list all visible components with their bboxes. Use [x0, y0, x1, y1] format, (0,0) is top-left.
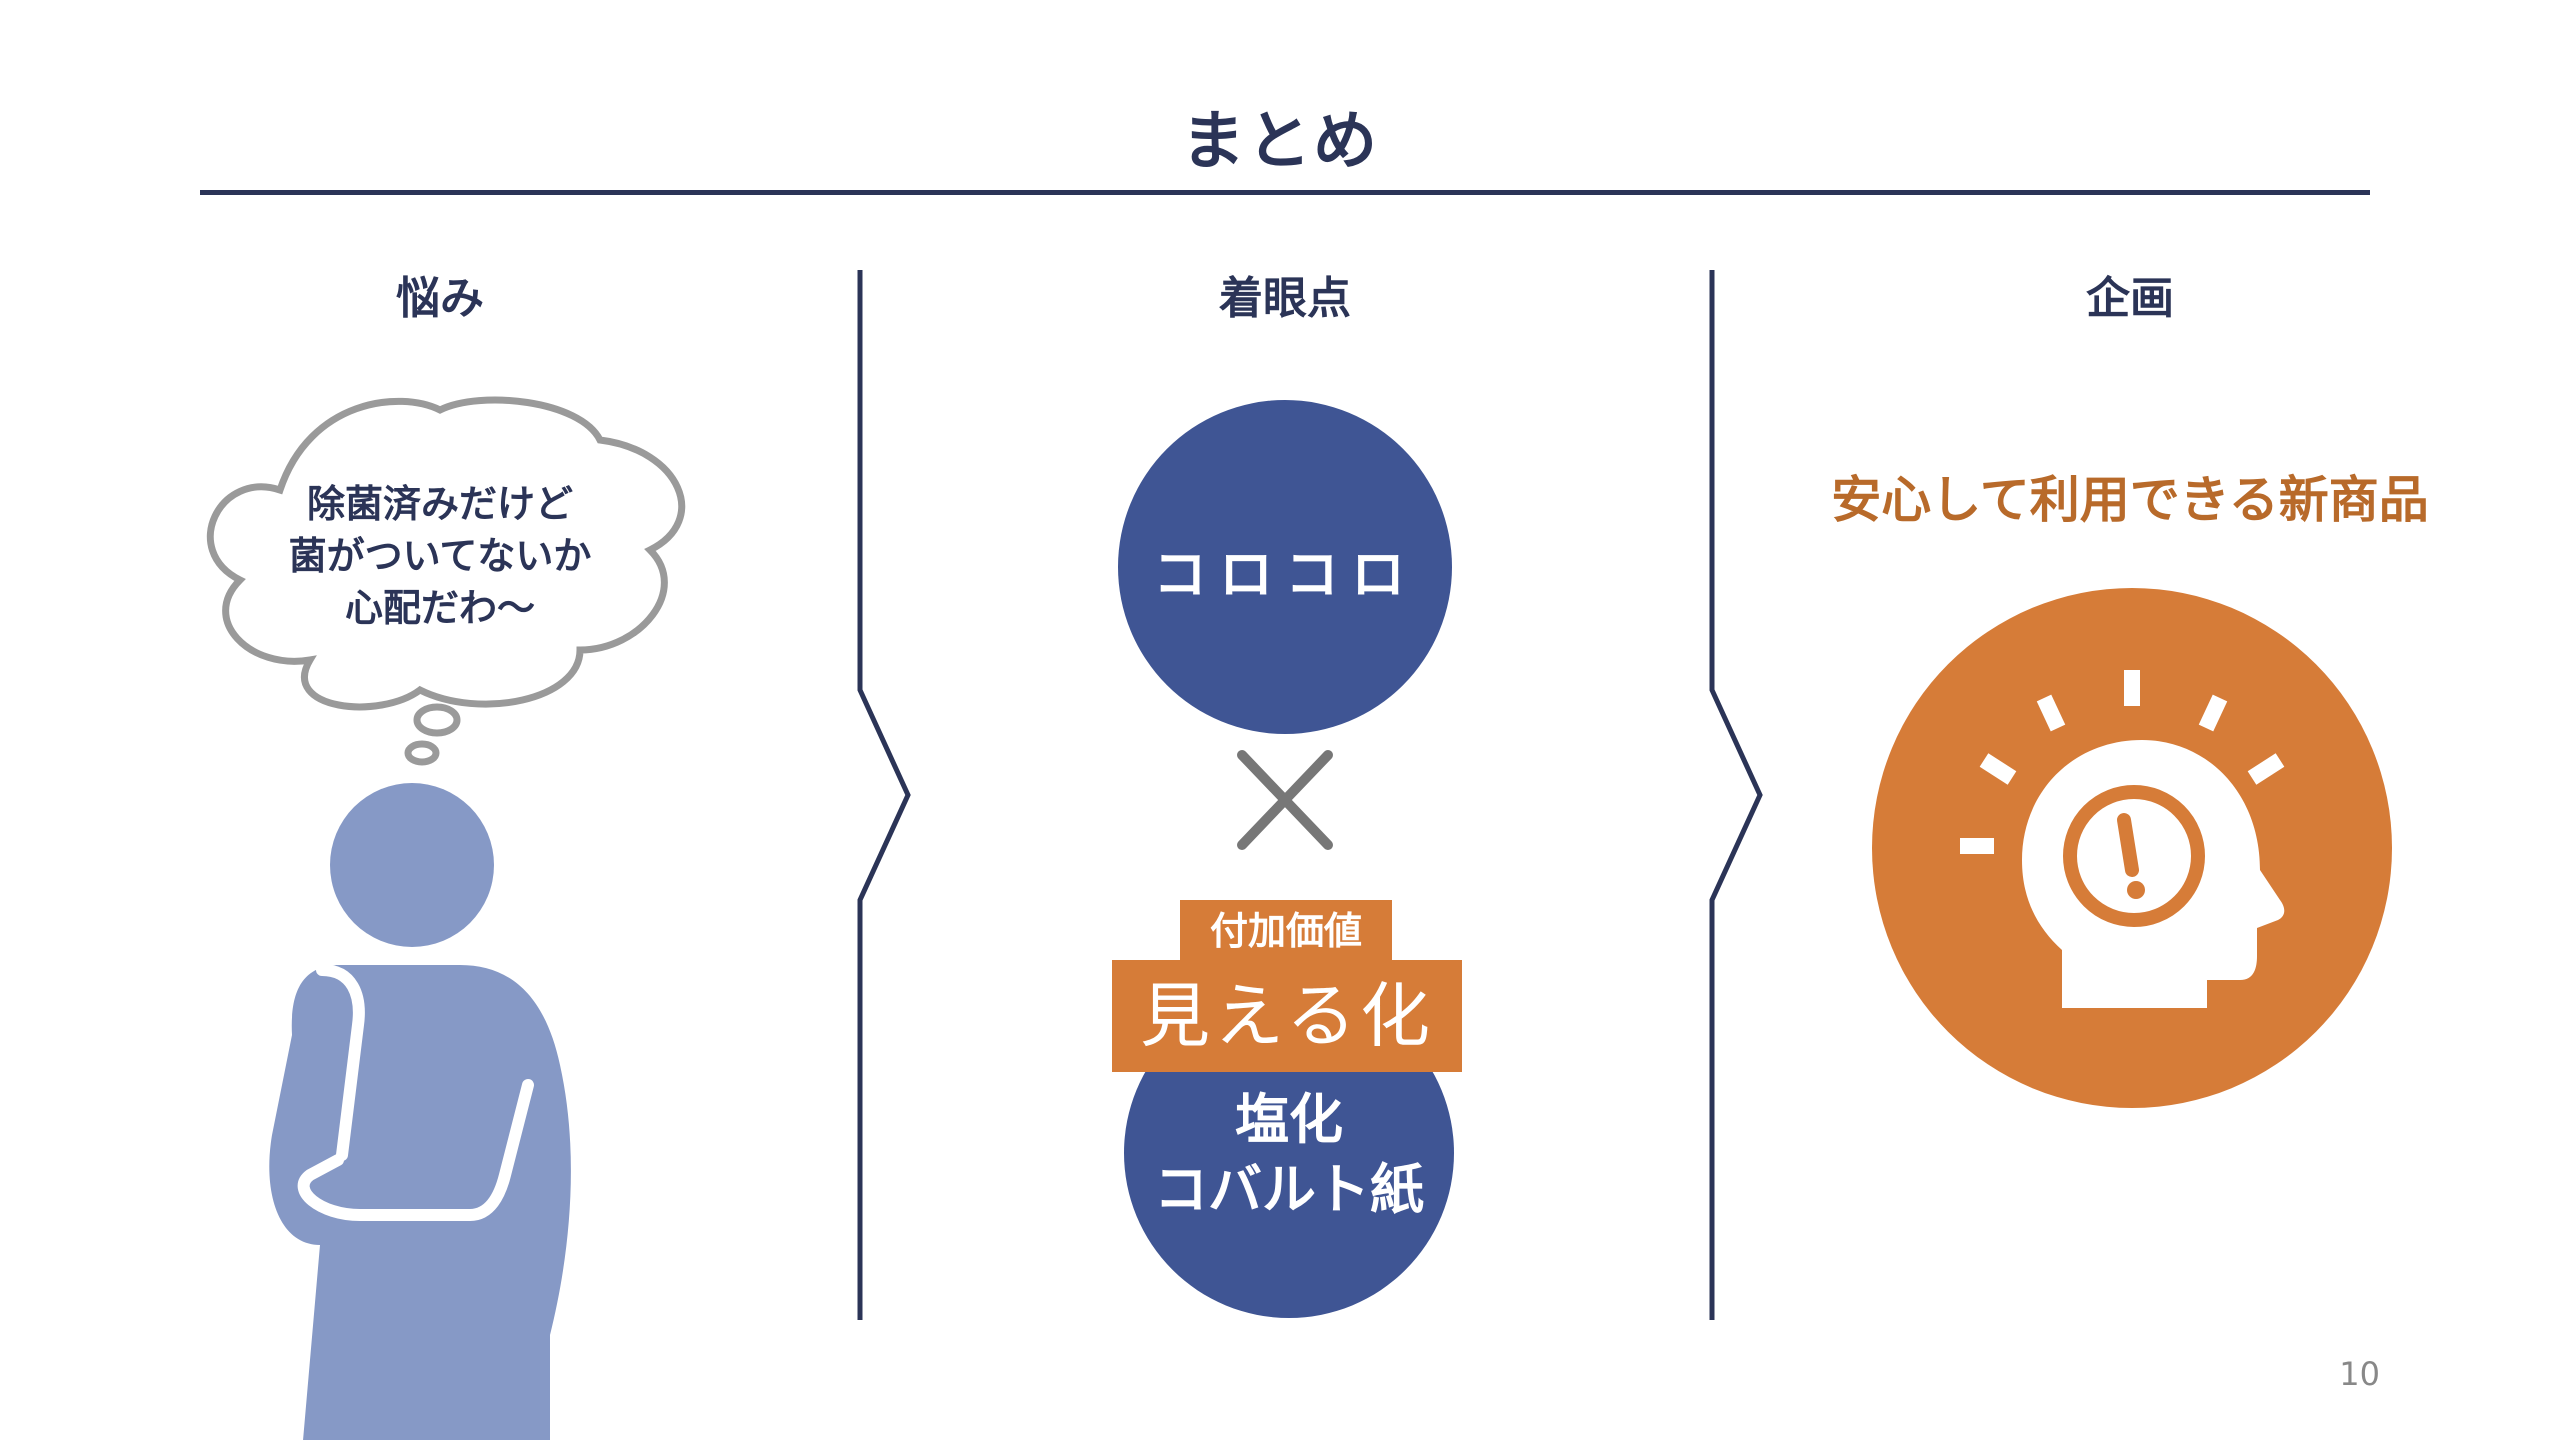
thought-line-1: 除菌済みだけど	[306, 482, 573, 526]
kokoro-label: コロコロ	[1153, 543, 1417, 606]
heading-plan: 企画	[2086, 273, 2174, 324]
thought-bubble	[206, 396, 685, 766]
visualize-tag: 見える化	[1112, 960, 1462, 1072]
thinking-person-icon	[269, 783, 571, 1440]
title-underline	[200, 190, 2370, 195]
bubble-dot-large	[413, 703, 461, 737]
cobalt-line-2: コバルト紙	[1154, 1158, 1424, 1221]
thought-line-3: 心配だわ〜	[344, 586, 535, 630]
product-title: 安心して利用できる新商品	[1831, 471, 2429, 529]
heading-worry: 悩み	[396, 273, 484, 324]
cobalt-line-1: 塩化	[1235, 1088, 1343, 1151]
thought-text: 除菌済みだけど 菌がついてないか 心配だわ〜	[240, 478, 640, 634]
heading-focus: 着眼点	[1219, 273, 1351, 324]
added-value-tag: 付加価値	[1180, 900, 1392, 962]
thought-line-2: 菌がついてないか	[288, 534, 592, 578]
multiply-icon	[1237, 750, 1333, 850]
divider-left	[857, 270, 911, 1320]
bubble-dot-small	[404, 740, 440, 766]
kokoro-circle	[1118, 400, 1452, 734]
page-number: 10	[2339, 1355, 2380, 1393]
cobalt-paper-label: 塩化 コバルト紙	[1124, 1085, 1454, 1225]
page-title: まとめ	[1181, 105, 1379, 179]
divider-right	[1709, 270, 1763, 1320]
head-idea-icon	[1960, 670, 2285, 1008]
